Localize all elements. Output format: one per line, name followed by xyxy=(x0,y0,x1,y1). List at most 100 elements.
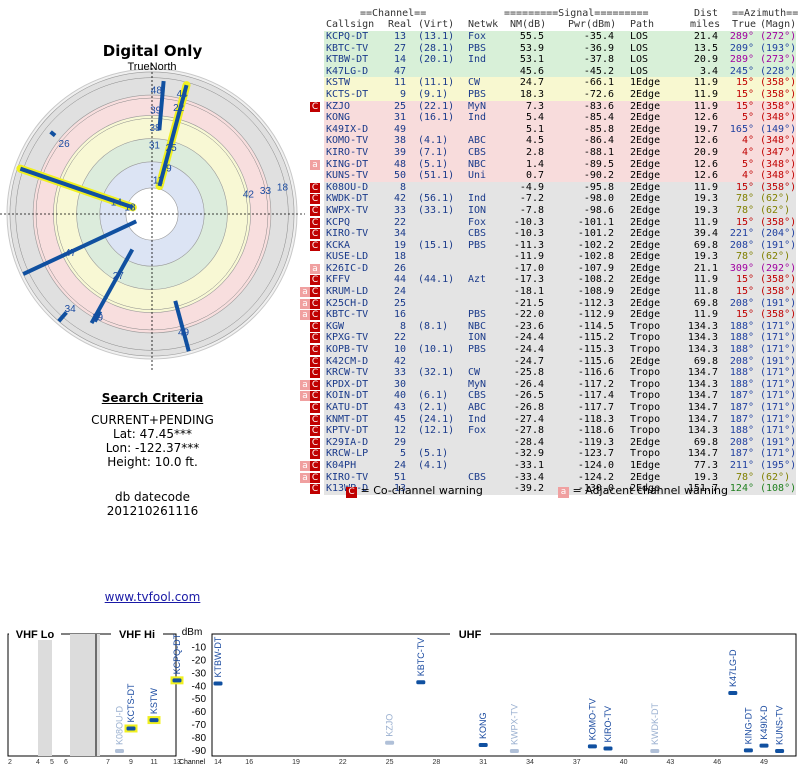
cell-dist: 134.3 xyxy=(687,425,718,437)
cell-call: KOPB-TV xyxy=(326,344,369,356)
cell-pwr: -130.0 xyxy=(577,483,614,495)
cell-az: 15° xyxy=(735,100,754,112)
cell-net: Ind xyxy=(468,413,487,425)
cell-path: 2Edge xyxy=(630,471,661,483)
cell-pwr: -36.9 xyxy=(583,42,614,54)
cell-mag: (191°) xyxy=(760,297,797,309)
row-band xyxy=(324,123,796,136)
cell-az: 208° xyxy=(729,355,754,367)
cell-mag: (171°) xyxy=(760,332,797,344)
co-channel-warning: C xyxy=(310,287,320,298)
cell-call: KOMO-TV xyxy=(326,135,369,147)
y-tick-label: -80 xyxy=(192,733,207,744)
cell-pwr: -101.2 xyxy=(577,228,614,240)
cell-path: 2Edge xyxy=(630,204,661,216)
co-channel-warning: C xyxy=(310,310,320,321)
cell-virt: (13.1) xyxy=(418,31,455,42)
cell-pwr: -117.7 xyxy=(577,402,614,413)
cell-call: KONG xyxy=(326,112,351,124)
row-band xyxy=(324,286,796,298)
cell-real: 12 xyxy=(393,425,406,437)
cell-path: Tropo xyxy=(630,402,661,413)
cell-nm: 24.7 xyxy=(519,77,544,89)
col-virt: (Virt) xyxy=(418,19,455,30)
cell-az: 5° xyxy=(741,112,754,124)
bar-label: KTBW-DT xyxy=(213,636,223,677)
cell-az: 209° xyxy=(729,42,754,54)
cell-call: KCPQ xyxy=(326,216,351,228)
cell-dist: 3.4 xyxy=(699,65,718,77)
x-tick-label: 13 xyxy=(173,759,181,766)
cell-net: NBC xyxy=(468,158,487,170)
row-band xyxy=(324,425,796,437)
polar-channel-label: 19 xyxy=(92,312,104,323)
cell-call: K47LG-D xyxy=(326,65,369,77)
cell-dist: 134.7 xyxy=(687,402,718,413)
polar-channel-label: 13 xyxy=(125,202,137,213)
cell-virt: (28.1) xyxy=(418,42,455,54)
cell-pwr: -85.8 xyxy=(583,123,614,135)
x-axis-label: Channel xyxy=(179,759,206,766)
cell-mag: (191°) xyxy=(760,436,797,448)
bar-KING-DT xyxy=(743,748,753,753)
co-channel-warning: C xyxy=(310,356,320,367)
col-miles: miles xyxy=(690,19,721,30)
row-band xyxy=(324,228,796,240)
adjacent-channel-warning: a xyxy=(300,310,310,321)
cell-pwr: -86.4 xyxy=(583,135,614,147)
cell-path: 2Edge xyxy=(630,274,661,286)
cell-path: LOS xyxy=(630,65,649,77)
row-band xyxy=(324,413,796,426)
tvfool-link[interactable]: www.tvfool.com xyxy=(104,590,201,604)
cell-nm: -7.8 xyxy=(519,204,544,216)
bar-KZJO xyxy=(385,740,395,745)
cell-virt: (33.1) xyxy=(418,204,455,216)
cell-call: K42CM-D xyxy=(326,355,369,367)
co-channel-warning: C xyxy=(310,101,320,112)
cell-virt: (5.1) xyxy=(418,448,449,460)
cell-mag: (273°) xyxy=(760,54,797,66)
cell-mag: (191°) xyxy=(760,355,797,367)
search-criteria-line: Height: 10.0 ft. xyxy=(107,455,198,469)
row-band xyxy=(324,309,796,321)
x-tick-label: 4 xyxy=(36,759,40,766)
co-channel-symbol: C xyxy=(346,487,357,498)
cell-dist: 19.7 xyxy=(693,123,718,135)
adjacent-channel-warning: a xyxy=(300,472,310,483)
cell-call: KIRO-TV xyxy=(326,228,369,240)
channel-group-header: ==Channel== xyxy=(360,8,427,19)
cell-nm: -22.0 xyxy=(513,309,544,321)
adjacent-channel-warning: a xyxy=(300,391,310,402)
search-criteria-heading: Search Criteria xyxy=(101,391,204,405)
cell-net: MyN xyxy=(468,378,487,390)
cell-virt: (8.1) xyxy=(418,320,449,332)
cell-mag: (272°) xyxy=(760,31,797,42)
cell-pwr: -35.4 xyxy=(583,31,614,42)
cell-path: Tropo xyxy=(630,390,661,402)
row-band xyxy=(324,320,796,333)
x-tick-label: 19 xyxy=(292,759,300,766)
cell-net: PBS xyxy=(468,239,487,251)
cell-real: 24 xyxy=(393,286,406,298)
polar-channel-label: 31 xyxy=(149,140,161,151)
bar-label: K49IX-D xyxy=(759,705,769,740)
cell-real: 5 xyxy=(399,448,406,460)
cell-pwr: -102.8 xyxy=(577,251,614,263)
bar-KONG xyxy=(478,743,488,748)
row-band xyxy=(324,216,796,229)
cell-real: 39 xyxy=(393,146,406,158)
spoke-208 xyxy=(93,310,103,323)
cell-mag: (62°) xyxy=(760,204,791,216)
polar-channel-label: 34 xyxy=(65,304,77,315)
x-tick-label: 9 xyxy=(129,759,133,766)
cell-path: Tropo xyxy=(630,448,661,460)
cell-az: 188° xyxy=(729,378,754,390)
cell-path: Tropo xyxy=(630,332,661,344)
adjacent-channel-warning: a xyxy=(300,460,310,471)
cell-virt: (9.1) xyxy=(418,88,449,100)
cell-net: CW xyxy=(468,77,481,89)
cell-real: 19 xyxy=(393,239,406,251)
compass-label: TrueNorth xyxy=(127,62,176,73)
x-tick-label: 14 xyxy=(214,759,222,766)
